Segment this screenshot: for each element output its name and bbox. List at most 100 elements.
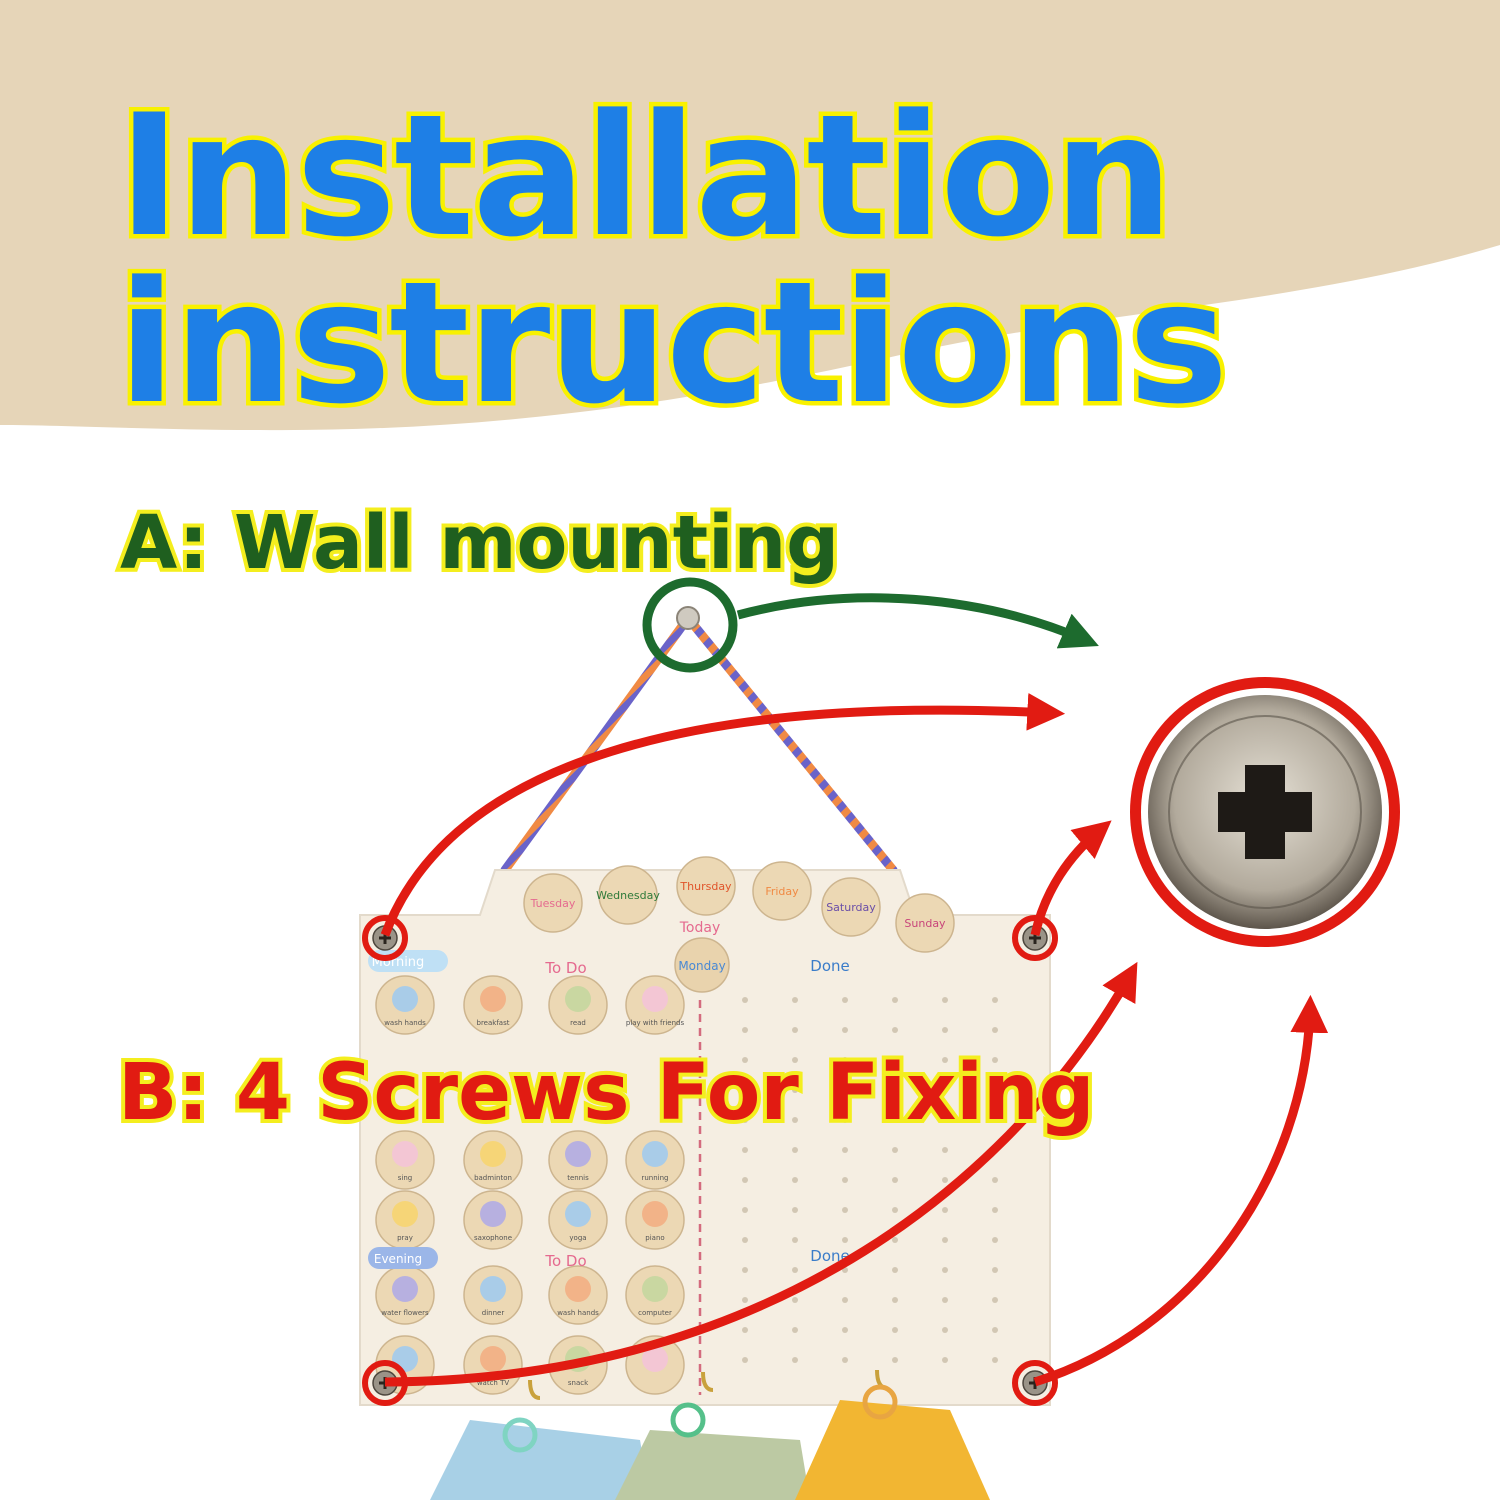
peg-hole [842,997,848,1003]
bag-ring [502,1417,538,1453]
peg-hole [892,1267,898,1273]
day-token: Saturday [821,877,881,937]
activity-chip-label: wash hands [557,1309,599,1317]
peg-hole [742,997,748,1003]
monday-label: Monday [678,959,725,973]
peg-hole [942,1327,948,1333]
red-arrow-top-right [1030,820,1112,936]
peg-hole [842,1207,848,1213]
activity-chip: breakfast [463,975,523,1035]
peg-hole [892,997,898,1003]
peg-hole [892,1357,898,1363]
day-token: Sunday [895,893,955,953]
activity-chip-label: pray [397,1234,413,1242]
day-token: Tuesday [523,873,583,933]
peg-hole [992,1087,998,1093]
peg-hole [842,1357,848,1363]
peg-hole [842,1237,848,1243]
activity-chip-label: wash hands [384,1019,426,1027]
screws-label: B: 4 Screws For Fixing [114,1044,1098,1142]
peg-hole [892,1057,898,1063]
peg-hole [742,1327,748,1333]
screw [1012,1360,1058,1406]
activity-chip-label: running [641,1174,668,1182]
peg-hole [892,1147,898,1153]
day-token-label: Friday [765,885,799,898]
peg-hole [892,1327,898,1333]
peg-hole [842,1297,848,1303]
peg-hole [892,1027,898,1033]
day-token-label: Tuesday [530,897,576,910]
peg-hole [942,1057,948,1063]
peg-hole [842,1147,848,1153]
peg-hole [742,1267,748,1273]
peg-hole [792,1117,798,1123]
peg-hole [792,1267,798,1273]
red-arrow-top-left [380,692,1066,937]
activity-chip-label: yoga [569,1234,586,1242]
activity-chip: pray [375,1190,435,1250]
activity-chip: wash hands [548,1265,608,1325]
activity-chip: read [548,975,608,1035]
activity-chip-label: play with friends [626,1019,685,1027]
peg-hole [892,1177,898,1183]
evening-pill [368,1247,438,1269]
peg-hole [842,1087,848,1093]
peg-hole [992,997,998,1003]
phillips-cross [1218,765,1312,859]
bag-ring [862,1384,898,1420]
peg-hole [992,1207,998,1213]
peg-hole [842,1327,848,1333]
peg-hole [942,1357,948,1363]
activity-chip: watch TV [463,1335,523,1395]
peg-hole [792,1177,798,1183]
activity-chip: sing [375,1130,435,1190]
activity-chip-label: badminton [474,1174,512,1182]
peg-hole [942,1117,948,1123]
storage-bags [430,1384,990,1500]
todo-label-morning: To Do [544,959,586,977]
screw-closeup [1130,677,1400,947]
day-token-label: Saturday [826,901,876,914]
bag-ring [670,1402,706,1438]
peg-hole [892,1117,898,1123]
peg-hole [792,1147,798,1153]
todo-label-evening: To Do [544,1252,586,1270]
peg-hole [992,1267,998,1273]
activity-chip-label: dinner [482,1309,505,1317]
peg-holes [742,997,998,1363]
peg-hole [942,997,948,1003]
peg-hole [792,1237,798,1243]
activity-chip: yoga [548,1190,608,1250]
peg-hole [942,1147,948,1153]
day-token: Wednesday [596,865,660,925]
peg-hole [992,1327,998,1333]
red-arrow-bottom-left [384,961,1138,1387]
day-token-label: Thursday [679,880,732,893]
peg-hole [792,1027,798,1033]
activity-chip-label: snack [568,1379,589,1387]
peg-hole [742,1297,748,1303]
peg-hole [942,1177,948,1183]
top-band [0,0,1500,431]
peg-hole [892,1207,898,1213]
peg-hole [792,1357,798,1363]
activity-chip: computer [625,1265,685,1325]
peg-hole [742,1237,748,1243]
activity-chip: water flowers [375,1265,435,1325]
peg-hole [792,997,798,1003]
peg-hole [942,1027,948,1033]
peg-hole [992,1297,998,1303]
peg-hole [992,1057,998,1063]
peg-hole [992,1027,998,1033]
day-token: Thursday [676,856,736,916]
activity-chip: play with friends [625,975,685,1035]
activity-chip-label: tennis [567,1174,589,1182]
peg-hole [942,1087,948,1093]
activity-chip: saxophone [463,1190,523,1250]
peg-hole [792,1057,798,1063]
evening-label: Evening [374,1252,422,1266]
